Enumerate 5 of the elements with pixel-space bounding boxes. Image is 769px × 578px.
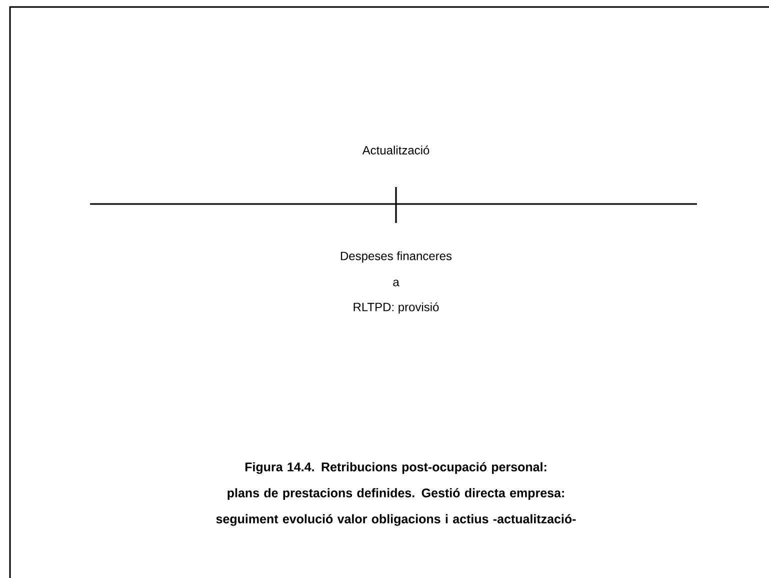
figure-caption: Figura 14.4. Retribucions post-ocupació personal: plans de prestacions definides. Gestió directa empresa: seguiment evolució valor obligacions i actius -actualització- <box>216 462 576 526</box>
entry-text: RLTPD: provisió <box>354 302 439 314</box>
heading-label: Actualització <box>362 146 430 154</box>
entry-text: Despeses financeres <box>340 251 452 263</box>
entry-text: a <box>393 280 400 286</box>
